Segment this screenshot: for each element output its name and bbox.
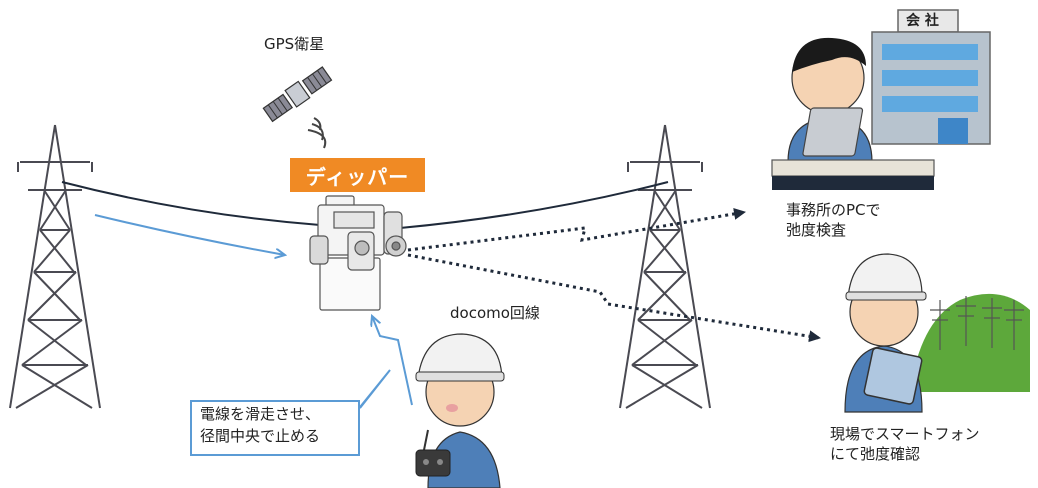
dipper-device-icon xyxy=(309,195,407,311)
signal-line-field xyxy=(407,253,821,343)
hill-background xyxy=(910,293,1030,392)
callout-pointer xyxy=(355,369,391,413)
office-building-icon xyxy=(871,9,991,145)
transmission-tower-icon xyxy=(619,124,711,409)
office-caption-line1: 事務所のPCで xyxy=(786,201,881,219)
transmission-tower-icon xyxy=(9,124,101,409)
office-worker-icon xyxy=(771,37,935,190)
signal-line-office xyxy=(407,207,746,252)
power-line xyxy=(61,181,321,226)
callout-line2: 径間中央で止める xyxy=(200,426,321,445)
field-caption-line2: にて弛度確認 xyxy=(830,445,921,464)
instruction-callout: 電線を滑走させ、 径間中央で止める xyxy=(190,400,360,456)
field-caption: 現場でスマートフォン にて弛度確認 xyxy=(830,424,980,465)
company-sign: 会 社 xyxy=(906,13,939,29)
office-caption-line2: 弛度検査 xyxy=(786,221,847,240)
travel-arrow xyxy=(94,214,285,255)
remote-controller-icon xyxy=(415,429,451,477)
network-label: docomo回線 xyxy=(450,304,540,322)
gps-satellite-label: GPS衛星 xyxy=(264,35,325,53)
control-arrow xyxy=(372,316,413,406)
power-line xyxy=(399,181,669,229)
signal-waves-icon xyxy=(307,117,327,149)
tablet-icon xyxy=(863,347,923,405)
callout-line1: 電線を滑走させ、 xyxy=(200,405,321,423)
field-caption-line1: 現場でスマートフォン xyxy=(830,425,980,443)
office-caption: 事務所のPCで 弛度検査 xyxy=(786,200,881,241)
satellite-icon xyxy=(262,66,333,123)
device-name-badge: ディッパー xyxy=(290,158,425,192)
